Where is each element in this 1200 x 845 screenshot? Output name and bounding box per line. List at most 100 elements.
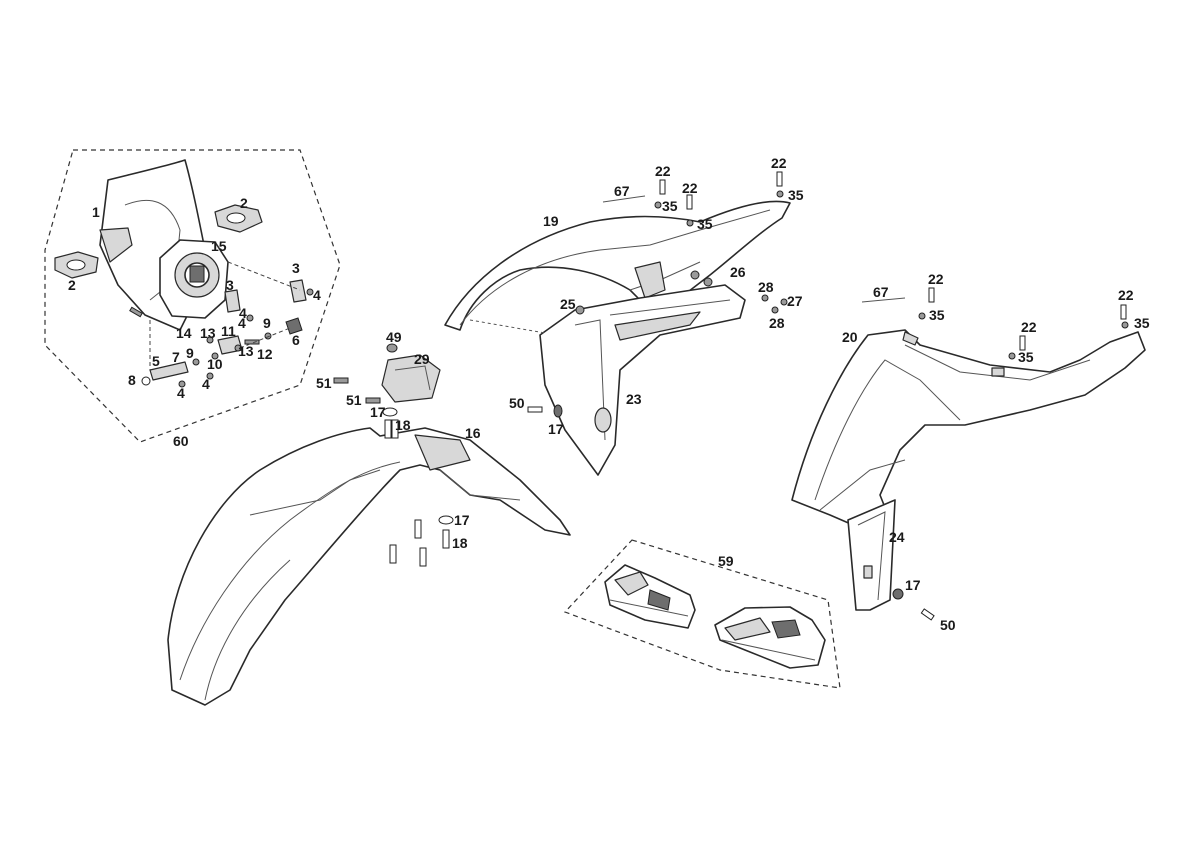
label-16: 16 bbox=[465, 425, 481, 441]
pin-27 bbox=[780, 298, 788, 306]
label-50-a: 50 bbox=[509, 395, 525, 411]
grommet-17d bbox=[892, 588, 904, 600]
screw-22f bbox=[1120, 304, 1127, 320]
label-67-b: 67 bbox=[873, 284, 889, 300]
label-13-a: 13 bbox=[200, 325, 216, 341]
spacer-10 bbox=[211, 352, 219, 360]
side-shroud-20 bbox=[791, 329, 1146, 529]
shroud-grille bbox=[634, 261, 666, 299]
shroud-20-tab-2 bbox=[991, 367, 1005, 377]
label-5: 5 bbox=[152, 353, 160, 369]
screw-4a bbox=[306, 288, 314, 296]
shroud-20-hardware bbox=[861, 287, 1129, 621]
label-28-a: 28 bbox=[758, 279, 774, 295]
label-50-b: 50 bbox=[940, 617, 956, 633]
radiator-scoop-23 bbox=[469, 284, 746, 476]
bolt-50b bbox=[920, 608, 935, 621]
clip-28b bbox=[771, 306, 779, 314]
label-15: 15 bbox=[211, 238, 227, 254]
screw-22e bbox=[1019, 335, 1026, 351]
label-8: 8 bbox=[128, 372, 136, 388]
label-4-e: 4 bbox=[238, 315, 246, 331]
bolt-18c bbox=[442, 529, 450, 549]
grommet-17a bbox=[382, 407, 398, 417]
bracket-3-lower bbox=[224, 289, 241, 313]
label-18-a: 18 bbox=[395, 417, 411, 433]
handguard-kit-outline bbox=[563, 539, 841, 689]
bolt-18f bbox=[419, 547, 427, 567]
washer-35a bbox=[654, 201, 662, 209]
label-1: 1 bbox=[92, 204, 100, 220]
scoop-vent bbox=[614, 311, 701, 341]
label-13-b: 13 bbox=[238, 343, 254, 359]
label-35-c: 35 bbox=[788, 187, 804, 203]
label-22-a: 22 bbox=[655, 163, 671, 179]
screw-22b bbox=[686, 194, 693, 210]
label-59: 59 bbox=[718, 553, 734, 569]
label-35-e: 35 bbox=[1018, 349, 1034, 365]
bolt-18e bbox=[389, 544, 397, 564]
label-7: 7 bbox=[172, 349, 180, 365]
label-67-a: 67 bbox=[614, 183, 630, 199]
label-35-a: 35 bbox=[662, 198, 678, 214]
label-10: 10 bbox=[207, 356, 223, 372]
label-27: 27 bbox=[787, 293, 803, 309]
label-14: 14 bbox=[176, 325, 192, 341]
label-24: 24 bbox=[889, 529, 905, 545]
washer-35d bbox=[918, 312, 926, 320]
label-49: 49 bbox=[386, 329, 402, 345]
mask-bracket bbox=[99, 227, 133, 263]
label-3-lower: 3 bbox=[226, 277, 234, 293]
label-12: 12 bbox=[257, 346, 273, 362]
label-20: 20 bbox=[842, 329, 858, 345]
clip-28a bbox=[761, 294, 769, 302]
handguard-left bbox=[604, 564, 696, 629]
shroud-20-tab bbox=[902, 331, 919, 346]
label-26: 26 bbox=[730, 264, 746, 280]
label-9-b: 9 bbox=[186, 345, 194, 361]
washer-35c bbox=[776, 190, 784, 198]
grommet-17b bbox=[438, 515, 454, 525]
screw-22a bbox=[659, 179, 666, 195]
mount-clamp-left bbox=[54, 251, 99, 279]
label-9-a: 9 bbox=[263, 315, 271, 331]
label-4-b: 4 bbox=[239, 305, 247, 321]
bolt-18a bbox=[384, 419, 392, 439]
nut-6 bbox=[285, 317, 303, 335]
bolt-12 bbox=[244, 339, 260, 345]
label-6: 6 bbox=[292, 332, 300, 348]
washer-9a bbox=[264, 332, 272, 340]
callout-labels: 60 59 1 2 2 15 3 3 4 4 4 4 4 9 9 6 12 11… bbox=[68, 155, 1150, 633]
label-22-e: 22 bbox=[1021, 319, 1037, 335]
label-35-d: 35 bbox=[929, 307, 945, 323]
nut-49 bbox=[386, 343, 398, 353]
label-51-b: 51 bbox=[346, 392, 362, 408]
label-18-b: 18 bbox=[452, 535, 468, 551]
label-3-upper: 3 bbox=[292, 260, 300, 276]
label-17-b: 17 bbox=[454, 512, 470, 528]
washer-35b bbox=[686, 219, 694, 227]
label-4-d: 4 bbox=[202, 376, 210, 392]
handguard-right bbox=[714, 606, 826, 669]
label-17-a: 17 bbox=[370, 404, 386, 420]
washer-35e bbox=[1008, 352, 1016, 360]
bolt-51a bbox=[333, 377, 349, 384]
side-panel-24 bbox=[847, 499, 896, 611]
label-11: 11 bbox=[221, 323, 236, 339]
mount-clamp-right bbox=[214, 204, 263, 233]
label-2-right: 2 bbox=[240, 195, 248, 211]
bolt-18b bbox=[391, 419, 399, 439]
bolt-51b bbox=[365, 397, 381, 404]
label-4-a: 4 bbox=[313, 287, 321, 303]
label-60: 60 bbox=[173, 433, 189, 449]
washer-35f bbox=[1121, 321, 1129, 329]
side-shroud-19 bbox=[444, 200, 791, 331]
grommet-17c bbox=[553, 404, 563, 418]
collar-13a bbox=[206, 336, 214, 344]
label-35-f: 35 bbox=[1134, 315, 1150, 331]
fender-bracket-29 bbox=[333, 343, 441, 404]
label-22-f: 22 bbox=[1118, 287, 1134, 303]
headlight-kit-outline bbox=[44, 149, 341, 443]
label-22-b: 22 bbox=[682, 180, 698, 196]
